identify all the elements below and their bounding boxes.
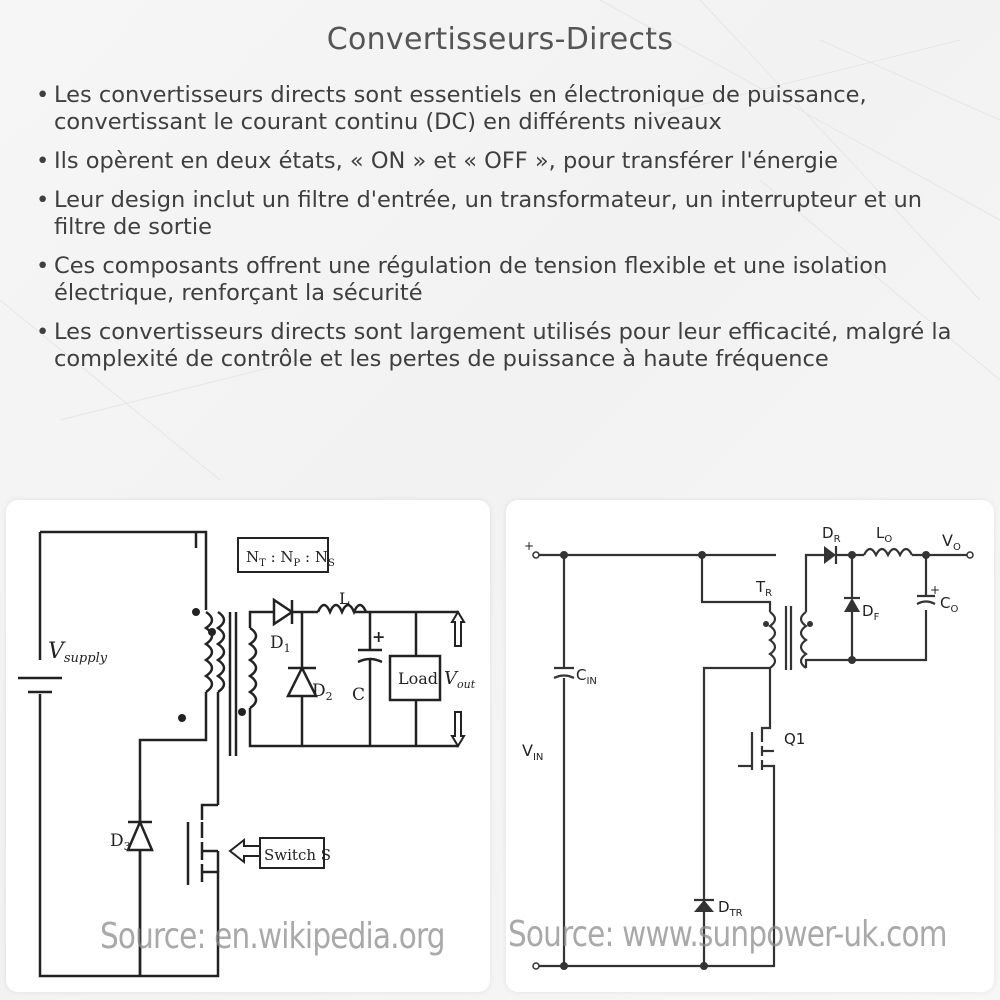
label-cin: CIN: [576, 666, 597, 687]
label-vin-plus: +: [524, 539, 534, 553]
label-df: DF: [862, 602, 880, 623]
label-load: Load: [398, 669, 438, 688]
label-dr: DR: [822, 524, 841, 545]
bullet-item: Les convertisseurs directs sont largemen…: [32, 319, 962, 373]
label-vo: VO: [942, 531, 961, 553]
label-d3: D3: [110, 831, 131, 853]
page-title: Convertisseurs-Directs: [326, 22, 674, 57]
label-q1: Q1: [784, 730, 805, 748]
right-diagram-panel: DR LO VO TR DF CO + CIN VIN Q1 DTR + Sou…: [506, 500, 994, 992]
label-d1: D1: [270, 633, 291, 655]
label-vsupply: Vsupply: [48, 639, 108, 666]
left-diagram-panel: Vsupply NT : NP : NS L D1 D2 C + Load Vo…: [6, 500, 490, 992]
bullet-item: Ces composants offrent une régulation de…: [32, 253, 962, 307]
label-switch: Switch S: [264, 846, 331, 864]
label-dtr: DTR: [718, 898, 743, 919]
label-tr: TR: [755, 578, 772, 599]
label-capacitor-c: C: [352, 685, 365, 705]
label-d2: D2: [312, 681, 333, 703]
label-inductor-l: L: [339, 589, 350, 608]
bullet-item: Leur design inclut un filtre d'entrée, u…: [32, 187, 962, 241]
source-credit: Source: www.sunpower-uk.com: [508, 914, 948, 955]
bullet-list: Les convertisseurs directs sont essentie…: [32, 82, 962, 385]
bullet-item: Les convertisseurs directs sont essentie…: [32, 82, 962, 136]
bullet-item: Ils opèrent en deux états, « ON » et « O…: [32, 148, 962, 175]
label-plus: +: [372, 627, 385, 646]
label-vin: VIN: [522, 741, 543, 763]
label-turns-ratio: NT : NP : NS: [246, 548, 335, 569]
label-co-plus: +: [930, 583, 940, 597]
label-lo: LO: [876, 524, 892, 545]
forward-converter-circuit-right: DR LO VO TR DF CO + CIN VIN Q1 DTR +: [522, 524, 974, 970]
label-vout: Vout: [444, 668, 476, 691]
source-credit: Source: en.wikipedia.org: [100, 916, 445, 957]
forward-converter-circuit-left: Vsupply NT : NP : NS L D1 D2 C + Load Vo…: [18, 530, 476, 978]
label-co: CO: [940, 594, 958, 615]
